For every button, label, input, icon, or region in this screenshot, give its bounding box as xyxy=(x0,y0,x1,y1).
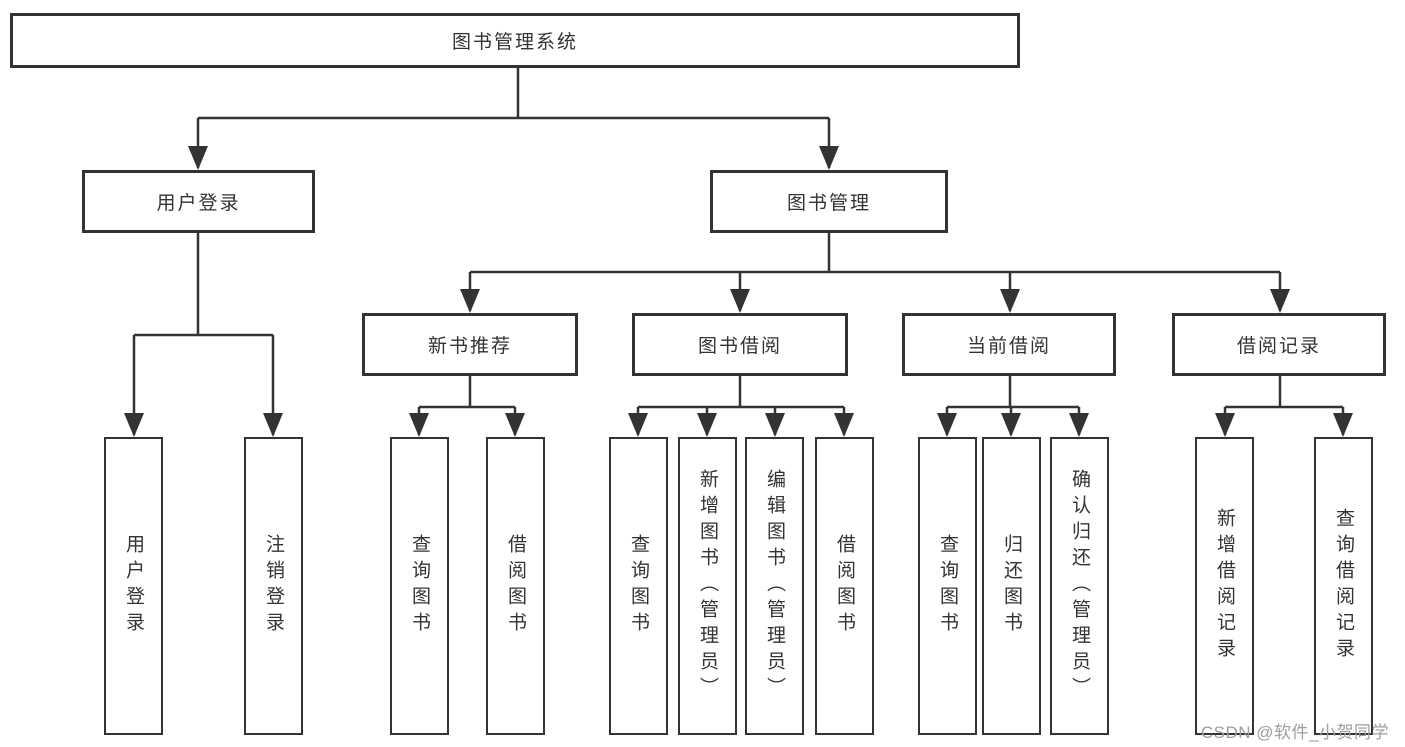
connector-new-book-recommend-to-children xyxy=(409,376,525,437)
node-borrow-record: 借阅记录 xyxy=(1172,313,1386,376)
connector-current-borrow-to-children xyxy=(937,376,1089,437)
node-book-borrow: 图书借阅 xyxy=(632,313,848,376)
leaf-current-query-book: 查询图书 xyxy=(918,437,977,735)
leaf-borrow-query-book: 查询图书 xyxy=(609,437,668,735)
leaf-current-confirm-return-admin: 确认归还（管理员） xyxy=(1050,437,1109,735)
connector-root-to-children xyxy=(188,68,839,170)
leaf-current-return-book: 归还图书 xyxy=(982,437,1041,735)
leaf-borrow-borrow-book: 借阅图书 xyxy=(815,437,874,735)
node-book-management: 图书管理 xyxy=(710,170,948,233)
leaf-borrow-add-book-admin: 新增图书（管理员） xyxy=(678,437,737,735)
leaf-recommend-query-book: 查询图书 xyxy=(390,437,449,735)
node-user-login: 用户登录 xyxy=(82,170,315,233)
watermark-text: CSDN @软件_小贺同学 xyxy=(1200,723,1389,742)
leaf-record-query-borrow-record: 查询借阅记录 xyxy=(1314,437,1373,735)
connector-book-management-to-children xyxy=(460,233,1290,313)
node-new-book-recommend: 新书推荐 xyxy=(362,313,578,376)
node-system-root: 图书管理系统 xyxy=(10,13,1020,68)
leaf-borrow-edit-book-admin: 编辑图书（管理员） xyxy=(745,437,804,735)
connector-user-login-to-children xyxy=(124,233,283,437)
leaf-logout: 注销登录 xyxy=(244,437,303,735)
leaf-record-add-borrow-record: 新增借阅记录 xyxy=(1195,437,1254,735)
leaf-user-login: 用户登录 xyxy=(104,437,163,735)
connector-borrow-record-to-children xyxy=(1215,376,1353,437)
node-current-borrow: 当前借阅 xyxy=(902,313,1116,376)
leaf-recommend-borrow-book: 借阅图书 xyxy=(486,437,545,735)
connector-book-borrow-to-children xyxy=(628,376,854,437)
